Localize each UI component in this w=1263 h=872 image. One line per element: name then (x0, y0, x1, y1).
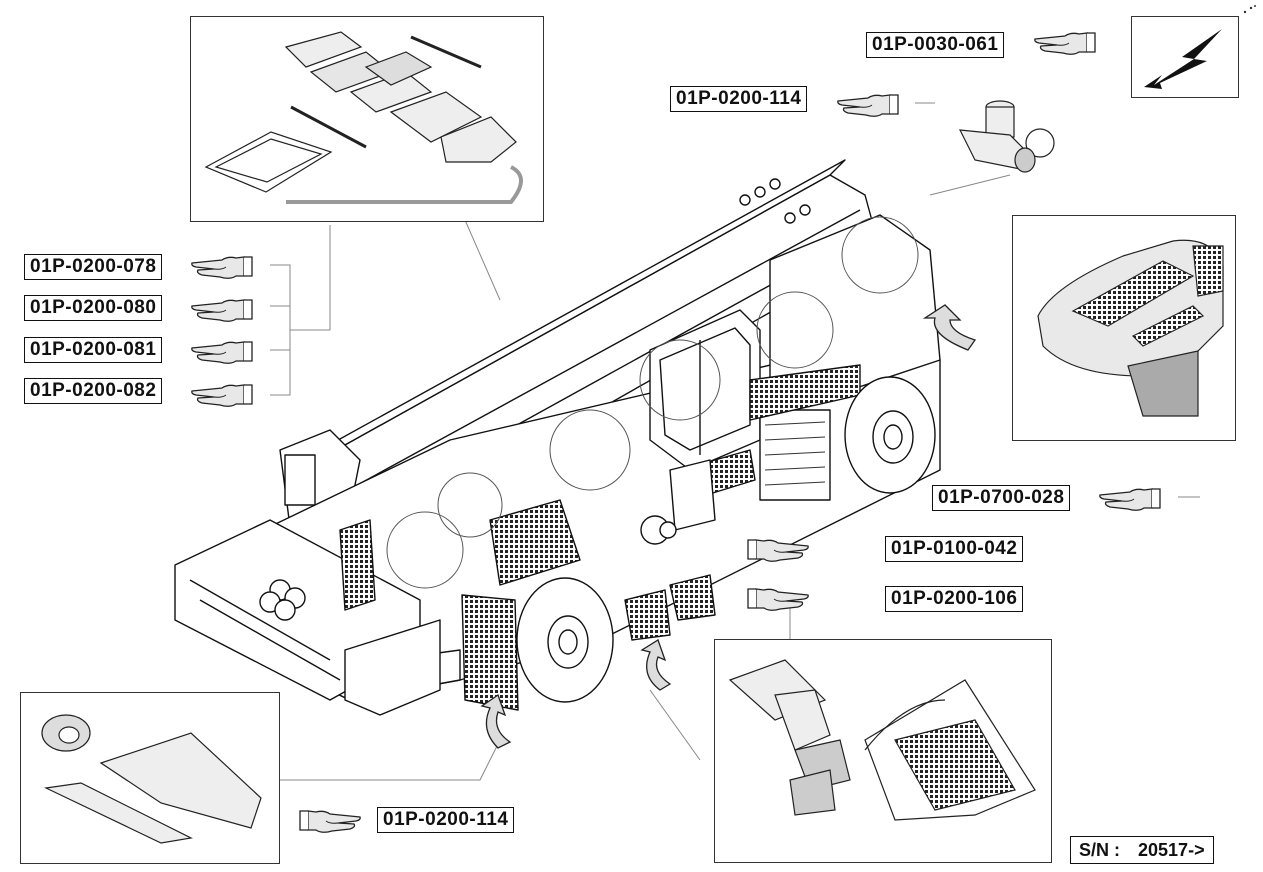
cover-plates-drawing (204, 31, 523, 204)
pointing-hand-icon (191, 384, 253, 407)
pointing-hand-icon (191, 299, 253, 322)
part-number-label: 01P-0030-061 (866, 32, 1005, 58)
pointing-hand-icon (1034, 32, 1096, 55)
pointing-hand-icon (1099, 488, 1161, 511)
part-number-label: 01P-0200-114 (377, 807, 515, 833)
inset-cover-plates (190, 16, 544, 222)
part-number-label: 01P-0200-114 (670, 86, 808, 112)
inset-lightning (1131, 16, 1239, 98)
inset-front-cover (20, 692, 280, 864)
part-number-label: 01P-0200-080 (24, 295, 163, 321)
pointing-hand-icon (747, 539, 809, 562)
serial-value: 20517-> (1138, 840, 1205, 860)
front-cover-drawing (41, 714, 262, 844)
pointing-hand-icon (837, 94, 899, 117)
engine-cover-drawing (1037, 239, 1224, 417)
pointing-hand-icon (191, 256, 253, 279)
inset-engine-cover (1012, 215, 1236, 441)
pointing-hand-icon (747, 588, 809, 611)
beacon-drawing (958, 100, 1055, 173)
part-number-label: 01P-0100-042 (885, 536, 1024, 562)
part-number-label: 01P-0200-081 (24, 337, 163, 363)
inset-steps (714, 639, 1052, 863)
part-number-label: 01P-0200-078 (24, 254, 163, 280)
part-number-label: 01P-0200-082 (24, 378, 163, 404)
part-number-label: 01P-0700-028 (932, 485, 1071, 511)
serial-prefix: S/N : (1079, 840, 1121, 860)
pointing-hand-icon (191, 341, 253, 364)
lightning-bolt-icon (1144, 29, 1222, 89)
part-number-label: 01P-0200-106 (885, 586, 1024, 612)
steps-drawing (728, 659, 1036, 821)
serial-number-box: S/N : 20517-> (1070, 836, 1214, 864)
pointing-hand-icon (299, 810, 361, 833)
